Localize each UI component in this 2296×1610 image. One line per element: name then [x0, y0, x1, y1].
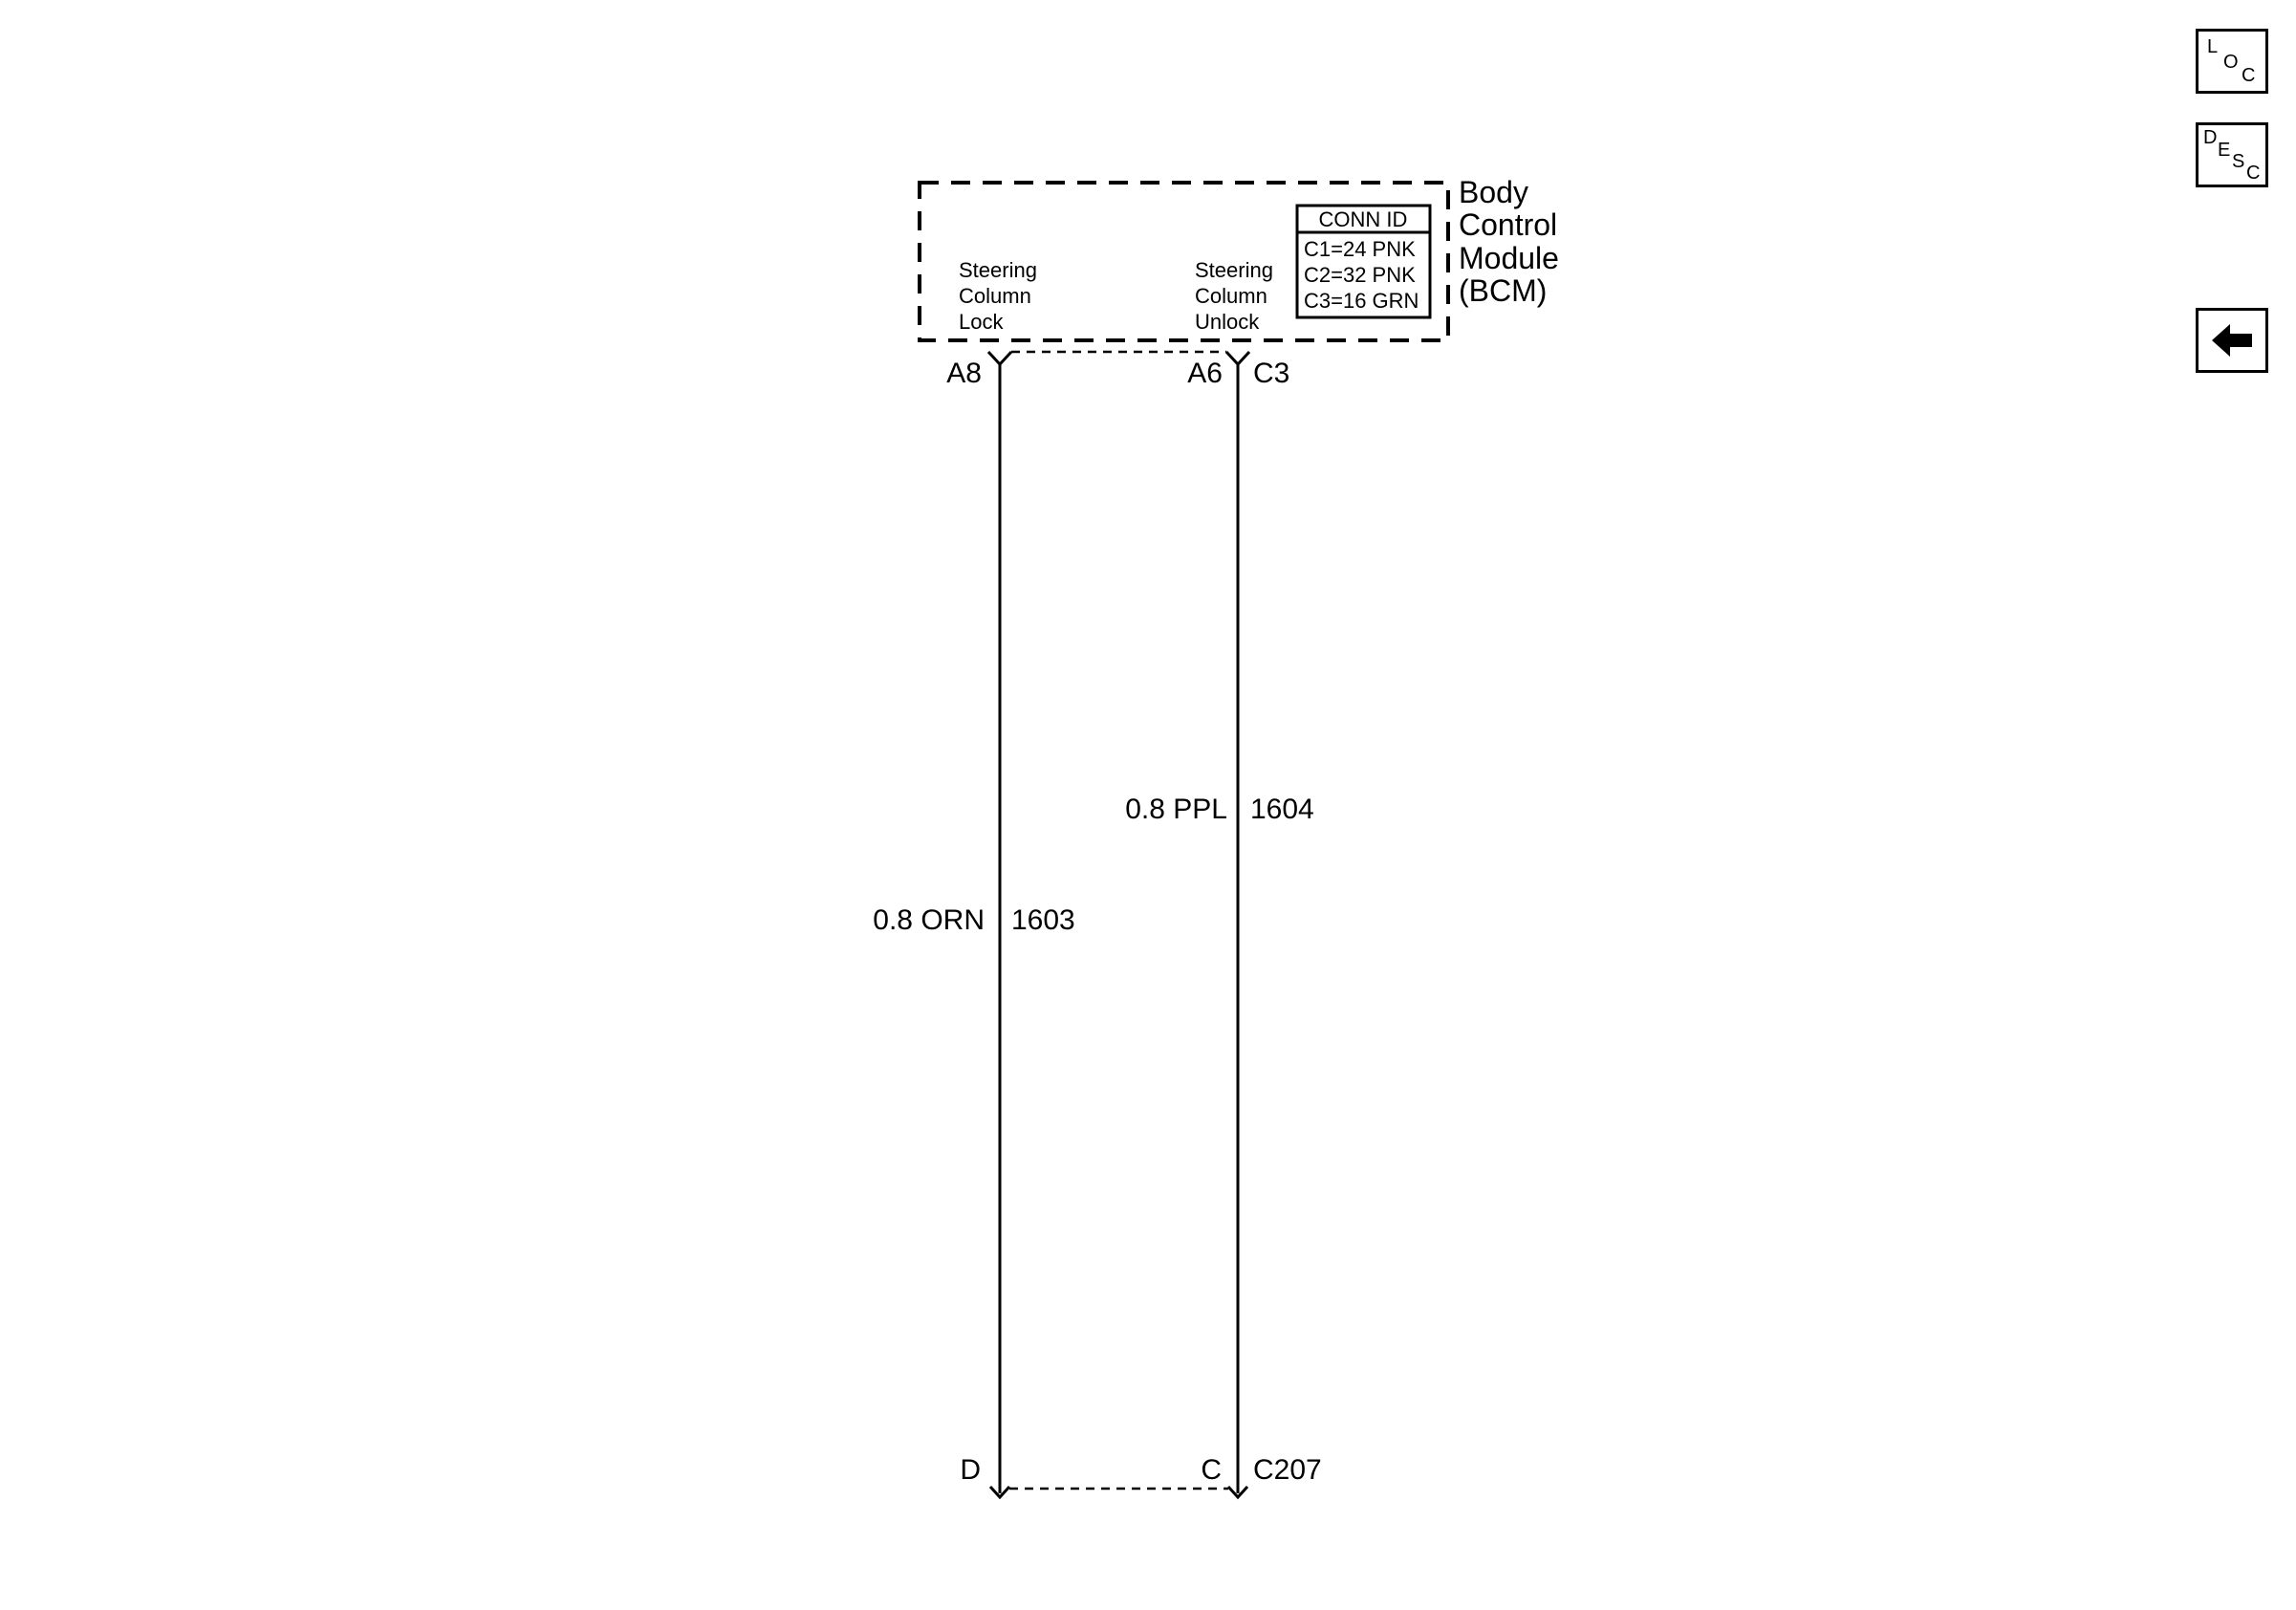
conn-id-title: CONN ID [1319, 207, 1408, 231]
function-lock-line-1: Steering [959, 258, 1037, 282]
desc-button[interactable]: D E S C [2196, 122, 2268, 187]
bcm-name-line-1: Body [1459, 175, 1528, 209]
bcm-outline [918, 181, 1450, 342]
desc-letter: E [2218, 140, 2231, 161]
wire-1603-circuit: 1603 [1011, 904, 1075, 936]
connector-id-c207: C207 [1253, 1454, 1322, 1486]
desc-letter: D [2203, 127, 2218, 148]
connector-id-c3: C3 [1253, 358, 1289, 389]
loc-letter: O [2223, 52, 2239, 73]
desc-letter: C [2246, 163, 2261, 184]
function-lock-line-2: Column [959, 284, 1031, 308]
pin-label-a8: A8 [946, 358, 982, 389]
pin-label-d: D [960, 1454, 981, 1486]
conn-id-row: C2=32 PNK [1304, 263, 1416, 287]
function-unlock-line-2: Column [1195, 284, 1267, 308]
wire-1604-circuit: 1604 [1250, 794, 1314, 825]
function-unlock-line-1: Steering [1195, 258, 1273, 282]
bcm-name-line-2: Control [1459, 207, 1557, 242]
function-lock-line-3: Lock [959, 310, 1004, 334]
function-unlock-line-3: Unlock [1195, 310, 1260, 334]
left-arrow-icon [2212, 324, 2252, 357]
loc-letter: L [2207, 36, 2219, 57]
back-button[interactable] [2196, 308, 2268, 373]
wire-1603-size-color: 0.8 ORN [873, 904, 985, 936]
loc-button[interactable]: L O C [2196, 29, 2268, 94]
bottom-connector [988, 1485, 1249, 1500]
bcm-name-line-3: Module [1459, 241, 1559, 275]
loc-letter: C [2242, 65, 2256, 86]
pin-label-a6: A6 [1187, 358, 1223, 389]
conn-id-row: C1=24 PNK [1304, 237, 1416, 261]
conn-id-row: C3=16 GRN [1304, 289, 1419, 313]
desc-letter: S [2232, 151, 2245, 172]
bcm-name-line-4: (BCM) [1459, 273, 1547, 308]
conn-id-table: CONN ID C1=24 PNK C2=32 PNK C3=16 GRN [1295, 204, 1432, 319]
pin-label-c: C [1201, 1454, 1222, 1486]
wire-1604-size-color: 0.8 PPL [1125, 794, 1227, 825]
